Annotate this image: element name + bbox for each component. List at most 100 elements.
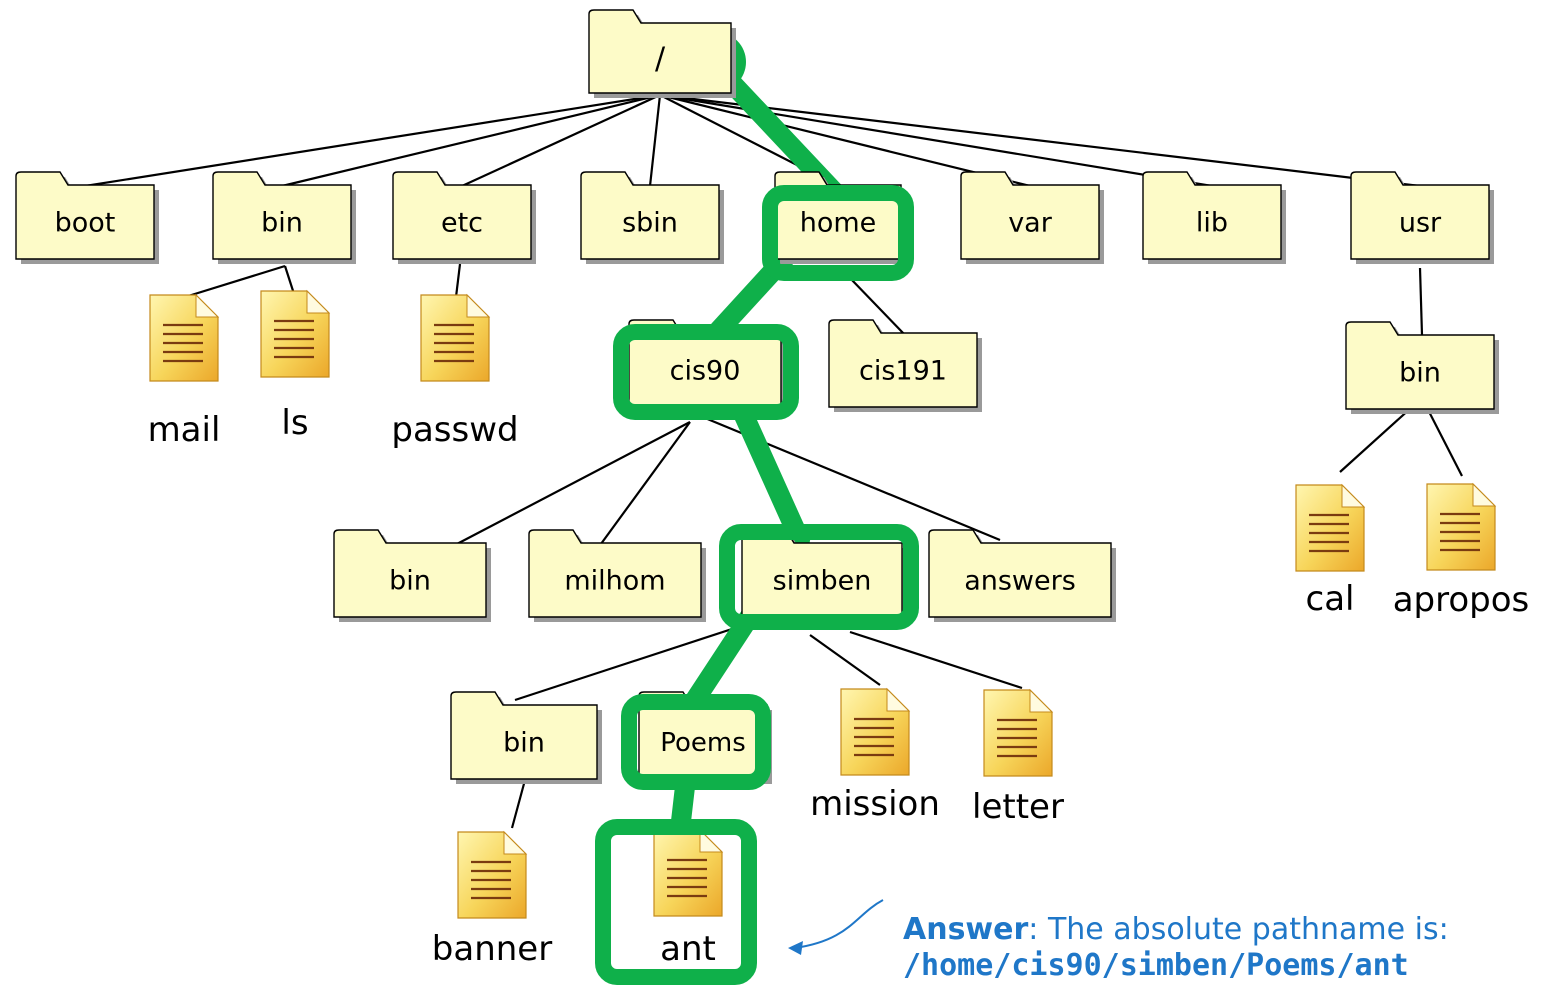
file-banner-label: banner (432, 929, 552, 969)
folder-etc-body (392, 171, 532, 260)
answer-arrow (794, 899, 884, 949)
folder-cis90-body (628, 319, 782, 408)
file-ant: ant (653, 828, 724, 969)
file-mission-fold (886, 687, 911, 712)
highlight-box-cis90 (613, 324, 799, 420)
file-letter-label: letter (972, 787, 1064, 827)
answer-sentence: : The absolute pathname is: (1028, 912, 1449, 947)
file-apropos-fold (1472, 482, 1497, 507)
folder-usr-bin-label: bin (1399, 357, 1441, 388)
folder-poems: Poems (638, 691, 772, 784)
folder-cis90-milhom-label: milhom (564, 565, 665, 596)
file-mail: mail (148, 293, 221, 450)
folder-cis90-label: cis90 (670, 355, 741, 386)
file-ls-fold (306, 289, 331, 314)
edge-bin-mail (184, 264, 286, 299)
folder-simben-bin-body (450, 691, 598, 780)
edge-etc-passwd (454, 263, 462, 298)
folder-etc-label: etc (441, 207, 483, 238)
folder-var-body (960, 171, 1100, 260)
folder-root: / (588, 9, 736, 98)
folder-home-label: home (800, 207, 877, 238)
folder-cis90-bin-body (333, 529, 487, 618)
edge-usr-bin (1418, 267, 1424, 336)
file-ant-label: ant (660, 929, 716, 969)
folder-boot: boot (15, 171, 159, 264)
file-passwd: passwd (391, 293, 519, 450)
folder-root-body (588, 9, 732, 94)
file-banner: banner (432, 830, 552, 969)
file-mail-fold (195, 293, 220, 318)
answer-label: Answer (903, 912, 1029, 947)
highlight-box-poems (621, 694, 771, 790)
answer-pathname: /home/cis90/simben/Poems/ant (903, 948, 1409, 983)
folder-lib-body (1142, 171, 1282, 260)
file-cal: cal (1295, 483, 1366, 619)
folder-poems-label: Poems (660, 728, 746, 758)
folder-cis90-answers: answers (928, 529, 1116, 622)
folder-cis90-bin: bin (333, 529, 491, 622)
edge-root-usr (659, 93, 1421, 188)
file-mission: mission (810, 687, 940, 824)
edge-bin-banner (510, 779, 527, 829)
folder-var-label: var (1008, 207, 1053, 238)
edge-home-cis191 (849, 277, 906, 336)
folder-sbin-label: sbin (622, 207, 678, 238)
folder-sbin-body (580, 171, 720, 260)
file-passwd-label: passwd (391, 410, 518, 450)
file-letter-fold (1029, 688, 1054, 713)
edge-simben-mission (809, 634, 881, 686)
edge-cis90-milhom (597, 421, 691, 549)
edge-root-etc (461, 94, 661, 187)
highlight-box-ant (595, 819, 757, 985)
answer-text: Answer: The absolute pathname is: /home/… (903, 912, 1550, 984)
answer-arrowhead (788, 941, 803, 955)
folder-cis90-bin-label: bin (389, 565, 431, 596)
folder-usr: usr (1350, 171, 1494, 264)
folder-cis191: cis191 (828, 319, 982, 412)
file-apropos-label: apropos (1393, 580, 1530, 620)
folder-cis90-simben-label: simben (773, 565, 872, 596)
folder-cis191-body (828, 319, 978, 408)
file-apropos: apropos (1393, 482, 1530, 620)
folder-usr-bin-body (1345, 321, 1495, 410)
folder-bin: bin (212, 171, 356, 264)
edge-root-boot (84, 93, 661, 188)
folder-etc: etc (392, 171, 536, 264)
folder-sbin: sbin (580, 171, 724, 264)
folder-simben-bin-label: bin (503, 727, 545, 758)
file-passwd-fold (466, 293, 491, 318)
file-mission-label: mission (810, 784, 940, 824)
edge-simben-bin (514, 626, 736, 702)
folder-cis90-milhom: milhom (528, 529, 706, 622)
folder-lib-label: lib (1196, 207, 1228, 238)
folder-simben-bin: bin (450, 691, 602, 784)
folder-boot-label: boot (55, 207, 116, 238)
file-cal-label: cal (1306, 579, 1355, 619)
edge-root-var (659, 93, 1031, 188)
edge-root-sbin (648, 94, 662, 187)
folder-root-label: / (655, 42, 666, 77)
folder-cis90: cis90 (628, 319, 786, 412)
file-ls-label: ls (281, 403, 308, 443)
file-letter: letter (972, 688, 1064, 827)
folder-cis191-label: cis191 (859, 355, 947, 386)
file-ant-fold (699, 828, 724, 853)
folder-usr-label: usr (1399, 207, 1442, 238)
folder-lib: lib (1142, 171, 1286, 264)
folder-boot-body (15, 171, 155, 260)
file-ls: ls (260, 289, 331, 443)
folder-cis90-simben: simben (741, 529, 907, 622)
folder-usr-body (1350, 171, 1490, 260)
file-mail-label: mail (148, 410, 221, 450)
highlight-box-home (762, 185, 914, 281)
folder-bin-label: bin (261, 207, 303, 238)
highlight-box-simben (719, 524, 919, 630)
tree-nodes: / boot bin etc sbin home var lib usr mail ls passwd… (15, 9, 1530, 985)
folder-usr-bin: bin (1345, 321, 1499, 414)
folder-cis90-answers-body (928, 529, 1112, 618)
edge-simben-letter (849, 630, 1023, 690)
file-cal-fold (1341, 483, 1366, 508)
folder-var: var (960, 171, 1104, 264)
